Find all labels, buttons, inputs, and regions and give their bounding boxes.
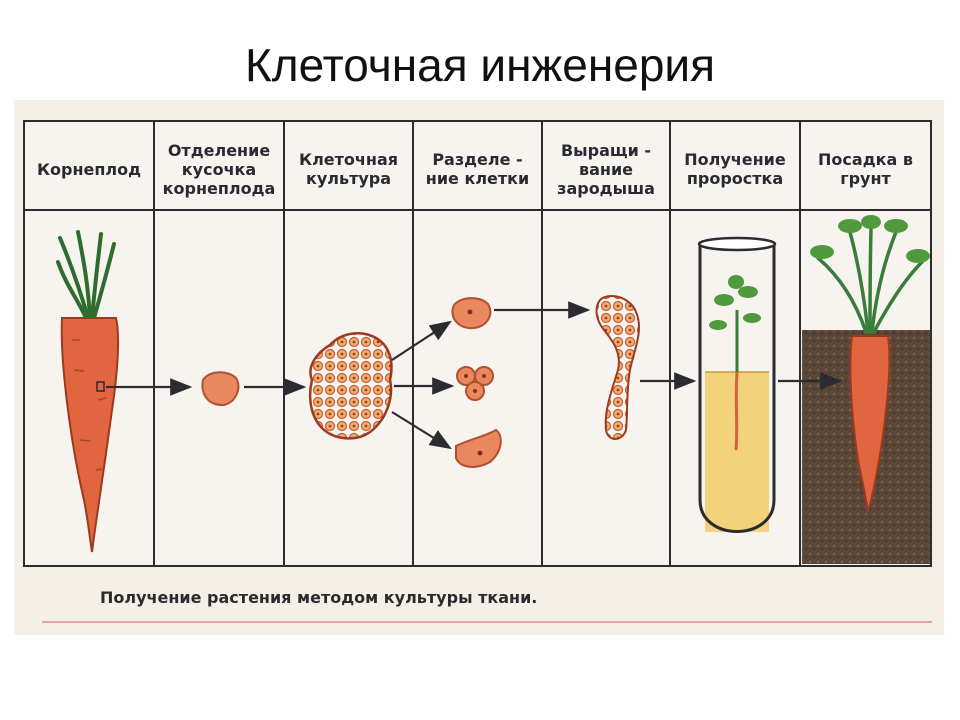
test-tube-sprout-image	[697, 236, 777, 533]
slide-title: Клеточная инженерия	[244, 39, 716, 91]
figure-caption: Получение растения методом культуры ткан…	[100, 588, 538, 607]
cell-division-image	[451, 297, 502, 468]
carrot-piece-image	[201, 371, 240, 407]
carrot-root-image	[56, 230, 120, 553]
cell-culture-image	[308, 332, 393, 440]
step-label-cell-culture: Клеточная культура	[298, 150, 399, 188]
step-label-embryo-growth: Выращи - вание зародыша	[557, 140, 655, 198]
planted-carrot-image	[802, 215, 930, 564]
step-label-cut-piece: Отделение кусочка корнеплода	[162, 140, 276, 198]
table-grid	[23, 120, 932, 567]
embryo-image	[595, 295, 640, 440]
process-arrows	[106, 301, 843, 450]
step-label-sprout: Получение проростка	[684, 150, 786, 188]
step-label-root: Корнеплод	[36, 159, 142, 179]
step-label-cell-division: Разделе - ние клетки	[425, 150, 530, 188]
step-label-planting: Посадка в грунт	[818, 150, 913, 188]
